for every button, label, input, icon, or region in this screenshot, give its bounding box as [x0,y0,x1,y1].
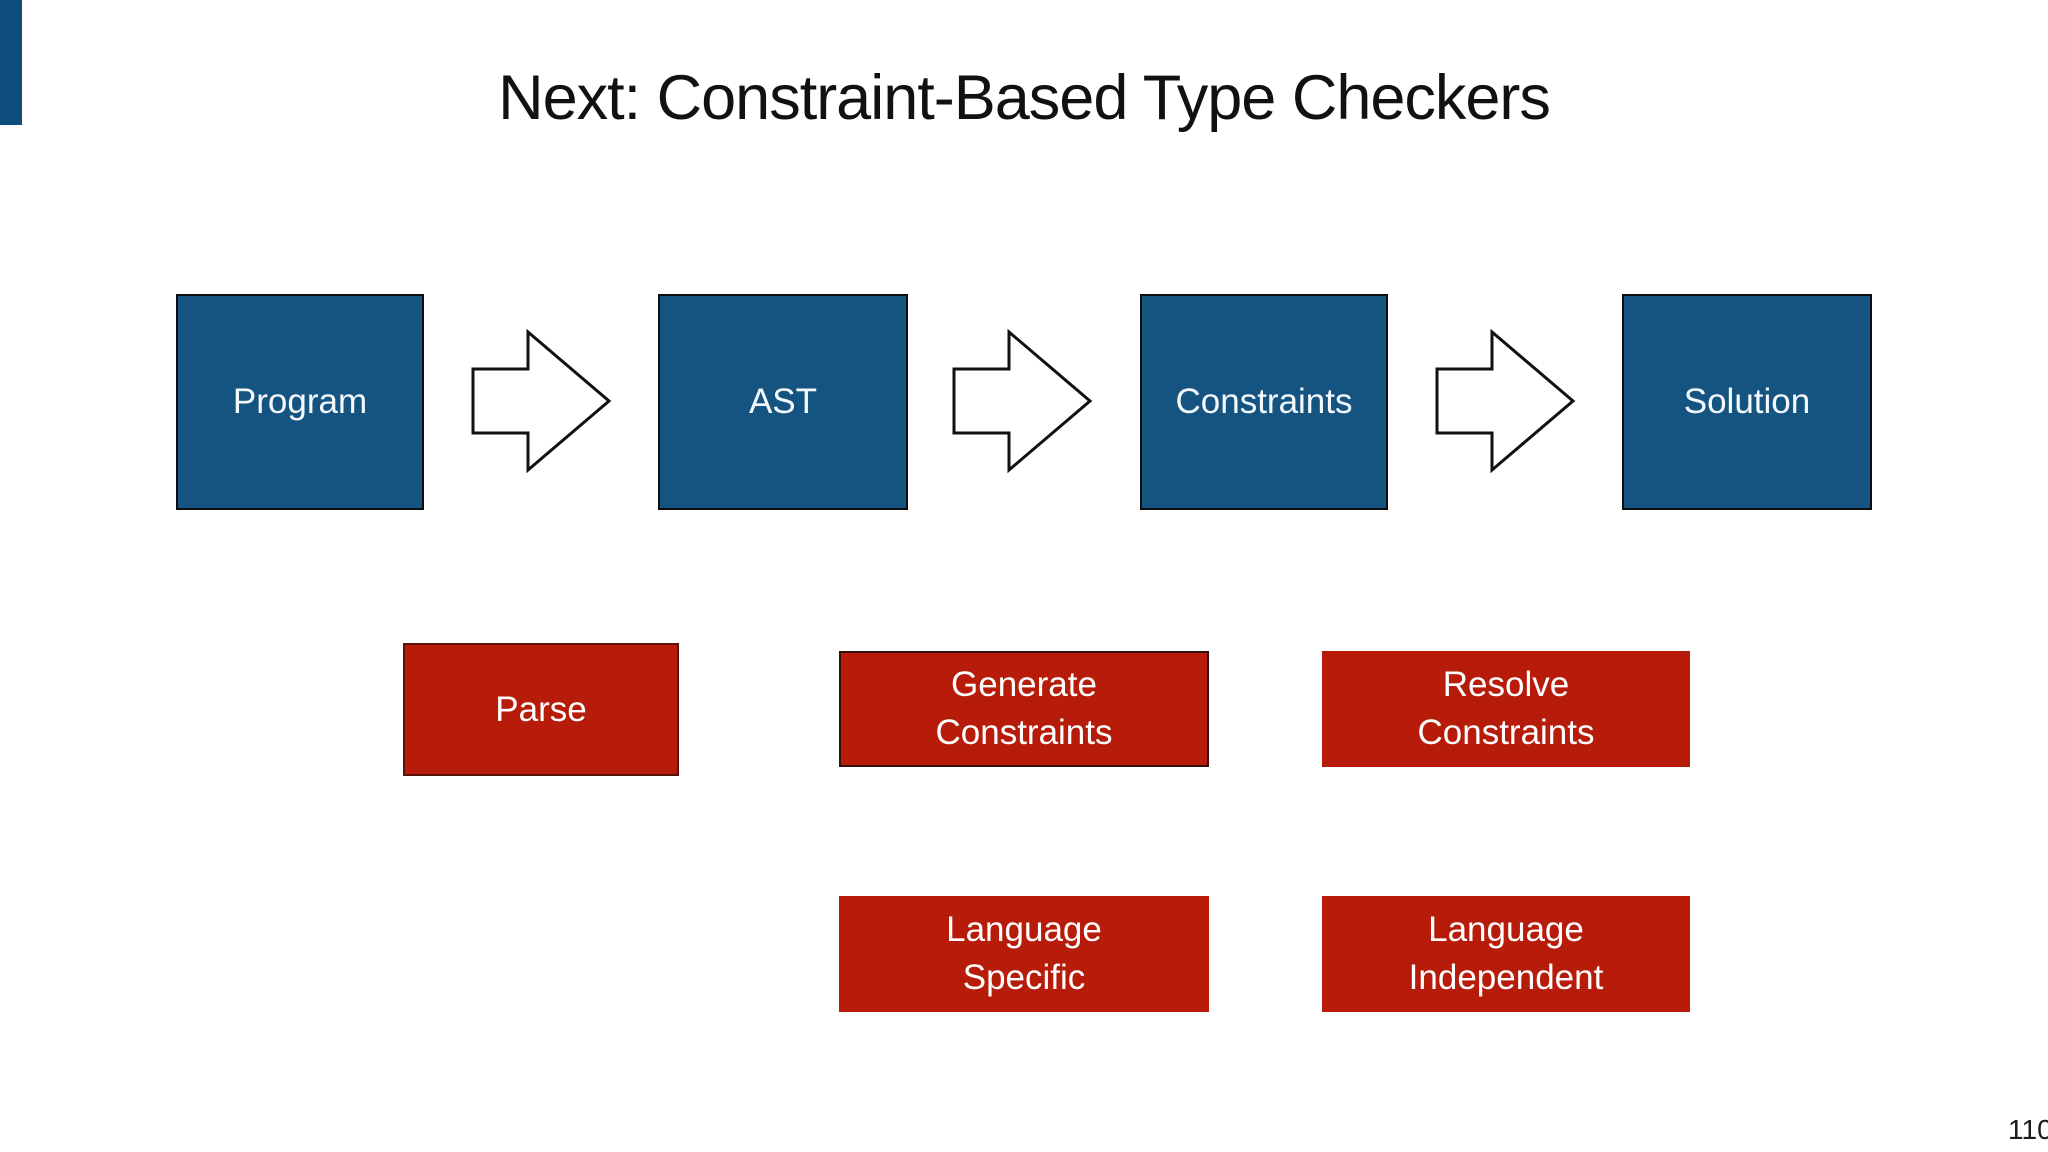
flow-node-program: Program [176,294,424,510]
arrow-right-icon [1435,329,1576,473]
page-number: 110 [2008,1114,2048,1145]
arrow-right-icon [952,329,1093,473]
action-box-label: Resolve [1442,665,1570,704]
action-box-label: Parse [495,689,587,729]
slide-title: Next: Constraint-Based Type Checkers [498,63,1551,134]
action-box-label: Generate [951,665,1097,704]
category-box-label: Language [946,910,1102,949]
arrow-right-icon [471,329,612,473]
flow-node-solution: Solution [1622,294,1872,510]
category-box-language-specific: Language Specific [839,896,1209,1012]
action-box-label: Constraints [1417,713,1595,752]
flow-node-ast: AST [658,294,908,510]
category-box-label: Specific [962,958,1086,997]
action-box-resolve-constraints: Resolve Constraints [1322,651,1690,767]
action-box-parse: Parse [403,643,679,776]
action-box-label: Constraints [935,713,1113,752]
flow-node-label: Solution [1683,382,1811,421]
slide-accent-bar [0,0,22,125]
category-box-label: Independent [1408,958,1604,997]
action-box-generate-constraints: Generate Constraints [839,651,1209,767]
category-box-language-independent: Language Independent [1322,896,1690,1012]
flow-node-constraints: Constraints [1140,294,1388,510]
flow-node-label: AST [748,382,818,421]
flow-node-label: Program [232,382,368,421]
category-box-label: Language [1428,910,1584,949]
flow-node-label: Constraints [1175,382,1353,421]
